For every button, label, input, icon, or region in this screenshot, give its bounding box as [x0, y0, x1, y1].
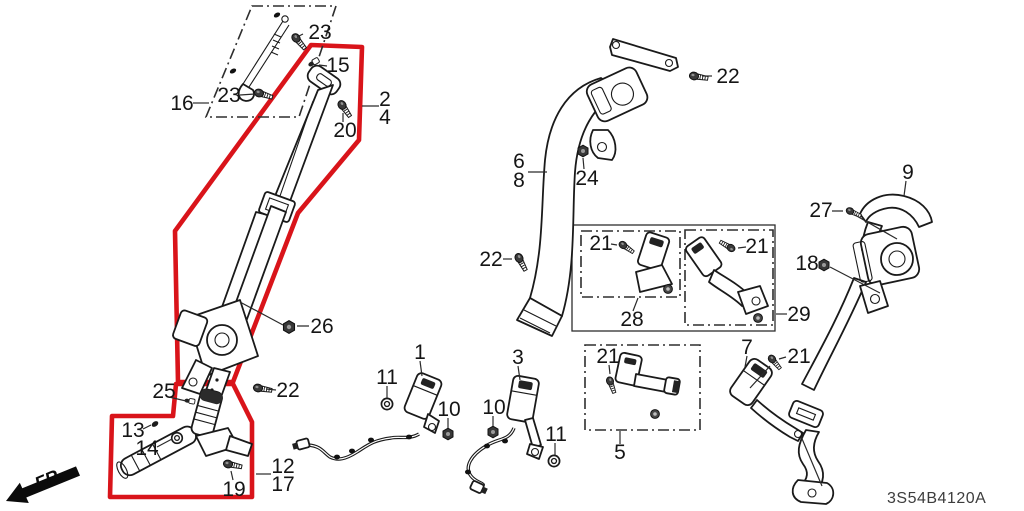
- part-6-8-center-seatbelt: [516, 38, 679, 337]
- bolt-19-icon: [222, 458, 243, 472]
- callout-9: 9: [902, 161, 914, 184]
- callout-13: 13: [121, 419, 144, 442]
- part-16-anchor-rod: [229, 12, 290, 102]
- highlight-tensioner-outline: [107, 381, 255, 500]
- callout-16: 16: [170, 92, 193, 115]
- part-29-anchor-bracket: [685, 236, 769, 315]
- nut-18-icon: [818, 258, 830, 272]
- callout-14: 14: [135, 437, 159, 460]
- callout-15: 15: [326, 54, 349, 77]
- callout-5: 5: [614, 441, 626, 464]
- callout-23-top: 23: [308, 21, 331, 44]
- diagram-code: 3S54B4120A: [887, 490, 986, 507]
- washer-11-left-icon: [380, 397, 394, 411]
- callout-12: 12: [271, 455, 294, 478]
- callout-22-top: 22: [716, 65, 739, 88]
- callout-8: 8: [513, 169, 525, 192]
- callout-10-right: 10: [482, 396, 505, 419]
- bolt-21-box29-icon: [717, 238, 737, 254]
- callout-21-box5: 21: [596, 345, 619, 368]
- bolt-22-top-icon: [688, 70, 709, 83]
- box-part28: [580, 230, 681, 298]
- bolt-23-top-icon: [289, 31, 309, 52]
- callout-7: 7: [741, 336, 753, 359]
- bolt-22-mid-icon: [512, 251, 530, 273]
- highlight-front-seatbelt-outline: [172, 42, 365, 385]
- nut-10-left-icon: [442, 427, 454, 441]
- callout-21-near7: 21: [787, 345, 810, 368]
- bolt-20-icon: [335, 98, 354, 120]
- callout-11-left: 11: [376, 366, 398, 389]
- part-1-buckle-harness: [292, 372, 443, 461]
- washer-14-icon: [170, 431, 184, 445]
- callout-28: 28: [620, 308, 643, 331]
- callout-4: 4: [379, 106, 391, 129]
- callout-20: 20: [333, 119, 356, 142]
- box-part29: [684, 229, 774, 326]
- callout-11-right: 11: [545, 423, 567, 446]
- nut-10-right-icon: [487, 425, 499, 439]
- callout-10-left: 10: [437, 398, 460, 421]
- part-9-rear-seatbelt: [788, 193, 933, 505]
- callout-3: 3: [512, 346, 524, 369]
- callout-19: 19: [222, 478, 245, 501]
- callout-26: 26: [310, 315, 333, 338]
- ring-5-icon: [650, 409, 660, 419]
- callout-1: 1: [414, 341, 426, 364]
- callout-6: 6: [513, 150, 525, 173]
- nut-26-icon: [282, 320, 296, 334]
- washer-11-right-icon: [547, 454, 561, 468]
- nut-24-icon: [577, 144, 589, 158]
- grommet-13-icon: [151, 421, 159, 427]
- callout-27: 27: [809, 199, 832, 222]
- fr-direction-arrow: FR.: [6, 464, 80, 503]
- ring-29-icon: [753, 313, 763, 323]
- leader-lines: [142, 33, 907, 481]
- callout-25: 25: [152, 380, 175, 403]
- bolt-23-left-icon: [252, 87, 274, 102]
- callout-24: 24: [575, 167, 599, 190]
- callout-18: 18: [795, 252, 818, 275]
- callout-21-box28: 21: [589, 232, 612, 255]
- callout-17: 17: [271, 473, 294, 496]
- part-5-anchor: [614, 351, 681, 396]
- callout-21-box29: 21: [745, 235, 768, 258]
- part-3-buckle-harness: [465, 374, 544, 495]
- part-2-4-front-seatbelt: [172, 64, 342, 401]
- callout-23-left: 23: [217, 84, 240, 107]
- part-28-anchor-bracket: [635, 231, 673, 293]
- box-part5: [584, 344, 701, 431]
- box-outer-anchor-set: [571, 224, 776, 332]
- callout-2: 2: [379, 88, 391, 111]
- bolt-21-box28-icon: [617, 239, 636, 256]
- callout-22-bottom-left: 22: [276, 379, 299, 402]
- callout-22-mid: 22: [479, 248, 502, 271]
- ring-28-icon: [663, 284, 673, 294]
- part-7-buckle: [729, 357, 804, 442]
- fr-label: FR.: [32, 464, 67, 494]
- callout-29: 29: [787, 303, 810, 326]
